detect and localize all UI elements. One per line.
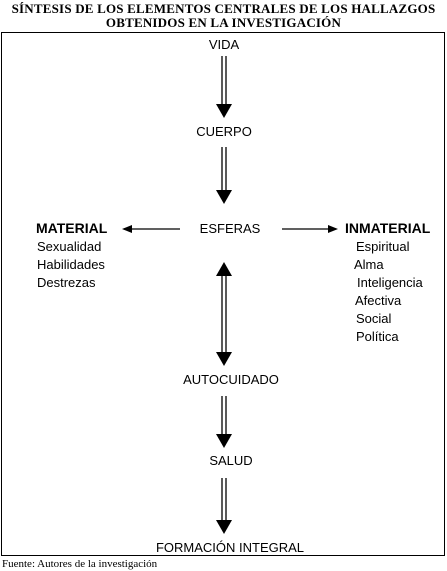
arrow-esferas-inmaterial [282, 225, 338, 233]
node-autocuidado: AUTOCUIDADO [183, 372, 279, 387]
material-item: Habilidades [37, 257, 105, 272]
node-formacion-integral: FORMACIÓN INTEGRAL [155, 540, 305, 555]
node-salud: SALUD [209, 453, 253, 468]
inmaterial-item: Social [356, 311, 392, 326]
source-note: Fuente: Autores de la investigación [2, 558, 158, 570]
material-item: Destrezas [37, 275, 96, 290]
arrow-esferas-autocuidado [216, 262, 232, 366]
diagram-frame [1, 32, 445, 556]
material-item: Sexualidad [37, 239, 102, 254]
inmaterial-item: Espiritual [356, 239, 410, 254]
arrow-salud-formacion [216, 478, 232, 534]
inmaterial-item: Política [356, 329, 399, 344]
title-line-2: OBTENIDOS EN LA INVESTIGACIÓN [105, 15, 342, 30]
node-esferas: ESFERAS [199, 221, 261, 236]
inmaterial-list: Espiritual Alma Inteligencia Afectiva So… [354, 238, 423, 346]
arrow-autocuidado-salud [216, 396, 232, 448]
inmaterial-heading: INMATERIAL [345, 220, 431, 236]
arrow-cuerpo-esferas [216, 147, 232, 204]
material-heading: MATERIAL [36, 220, 108, 236]
node-vida: VIDA [208, 37, 240, 52]
arrow-esferas-material [122, 225, 180, 233]
inmaterial-item: Inteligencia [357, 275, 423, 290]
arrow-vida-cuerpo [216, 56, 232, 118]
node-cuerpo: CUERPO [196, 124, 252, 139]
diagram-title: SÍNTESIS DE LOS ELEMENTOS CENTRALES DE L… [0, 2, 447, 30]
inmaterial-item: Alma [354, 257, 384, 272]
material-list: Sexualidad Habilidades Destrezas [37, 238, 105, 292]
inmaterial-item: Afectiva [355, 293, 402, 308]
title-line-1: SÍNTESIS DE LOS ELEMENTOS CENTRALES DE L… [11, 1, 436, 16]
